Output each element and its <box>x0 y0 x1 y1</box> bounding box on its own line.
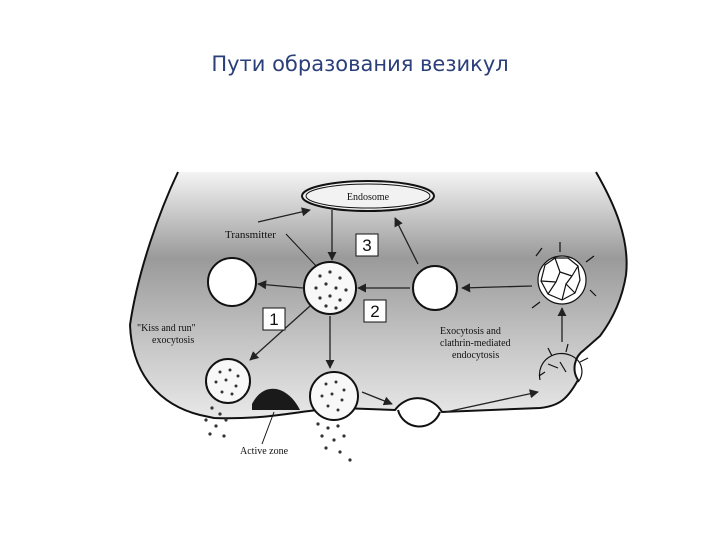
filled-vesicle-center <box>303 261 357 315</box>
fused-pocket <box>397 409 441 428</box>
exo-label-line1: Exocytosis and <box>440 326 501 337</box>
active-zone-pointer <box>261 411 275 445</box>
fusing-vesicle-center <box>309 371 359 421</box>
active-zone-patch <box>252 388 300 410</box>
empty-vesicle-right <box>412 265 458 311</box>
exo-label-line3: endocytosis <box>452 350 499 361</box>
marker-three: 3 <box>355 233 379 257</box>
arrow-vesicle-left <box>257 280 304 290</box>
transmitter-pointer <box>285 233 319 269</box>
marker-one: 1 <box>262 307 286 331</box>
active-zone-label: Active zone <box>240 446 289 457</box>
arrow-right-vesicle-endosome <box>394 217 419 265</box>
kiss-label-line2: exocytosis <box>152 335 194 346</box>
svg-text:2: 2 <box>370 302 379 321</box>
transmitter-label: Transmitter <box>225 229 276 241</box>
endosome: Endosome <box>301 180 435 212</box>
svg-text:3: 3 <box>362 236 371 255</box>
exo-label-line2: clathrin-mediated <box>440 338 511 349</box>
kiss-and-run-vesicle <box>205 358 251 404</box>
slide-title: Пути образования везикул <box>211 52 509 76</box>
clathrin-coated-vesicle <box>531 242 597 309</box>
coated-pit <box>538 343 589 383</box>
arrow-pocket-pit <box>445 389 539 413</box>
arrow-fuse-pocket <box>361 391 393 406</box>
arrow-vesicle-kiss <box>249 305 311 361</box>
marker-two: 2 <box>363 299 387 323</box>
endosome-label: Endosome <box>347 192 390 203</box>
arrow-clathrin-to-right <box>461 283 533 293</box>
svg-text:1: 1 <box>269 310 278 329</box>
arrow-transmitter-endosome <box>257 207 311 223</box>
kiss-label-line1: "Kiss and run" <box>137 323 196 334</box>
empty-vesicle-left <box>207 257 257 307</box>
released-transmitter <box>204 406 352 462</box>
